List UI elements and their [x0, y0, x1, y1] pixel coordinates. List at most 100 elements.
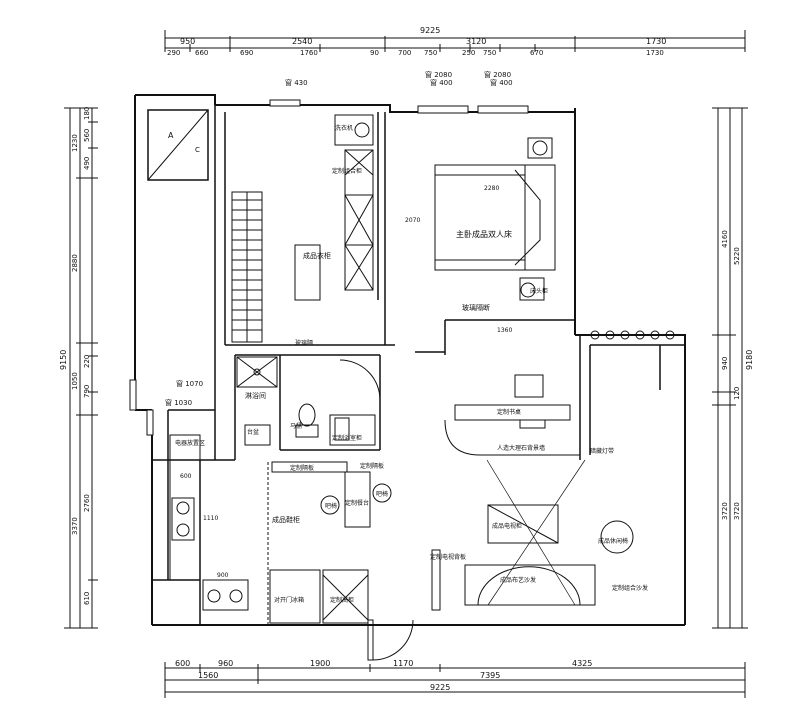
exterior-walls — [134, 94, 686, 626]
bath-door-swing — [339, 359, 381, 401]
master-bed — [434, 137, 556, 301]
view-line-2 — [486, 459, 576, 606]
top-sub-dim-2: 660 — [195, 49, 208, 57]
sink — [244, 424, 271, 446]
left-dim-3: 1050 — [71, 372, 79, 390]
left-dim-4: 3370 — [71, 517, 79, 535]
left-total-dim: 9150 — [59, 350, 68, 370]
dining-table-label: 定制餐台 — [345, 499, 369, 507]
tv-backboard — [431, 549, 441, 611]
washer — [334, 114, 374, 146]
ac-mark-c: C — [195, 146, 200, 154]
fridge-cabinet — [269, 569, 369, 624]
top-sub-dim-4: 1760 — [300, 49, 318, 57]
wardrobe — [231, 191, 263, 343]
left-sub-1: 180 — [83, 107, 91, 120]
top-dimensions — [164, 30, 746, 52]
leisure-chair — [600, 520, 634, 554]
dim-1360: 1360 — [497, 327, 512, 334]
shower-area — [236, 356, 278, 388]
nightstand-label: 床头柜 — [530, 287, 548, 295]
toilet-label: 马桶 — [290, 422, 302, 430]
window-1070-label: 窗 1070 — [176, 379, 203, 388]
top-dim-4: 1730 — [646, 37, 666, 46]
window-1030-label: 窗 1030 — [165, 398, 192, 407]
right-total-dim: 9180 — [745, 350, 754, 370]
bottom-total-dim: 9225 — [430, 683, 450, 692]
right-dim-2: 940 — [721, 357, 729, 370]
left-dim-2: 2880 — [71, 254, 79, 272]
left-dimensions — [64, 107, 98, 629]
right-sub-3: 3720 — [733, 502, 741, 520]
left-sub-4: 220 — [83, 355, 91, 368]
bottom-dim-3: 1900 — [310, 659, 330, 668]
right-dimensions — [712, 107, 748, 629]
shower-label: 淋浴间 — [245, 391, 266, 400]
tv-wall-label: 人造大理石背景墙 — [497, 444, 545, 452]
vanity-label: 定制浴室柜 — [332, 434, 362, 442]
custom-desk-label: 定制书桌 — [497, 408, 521, 416]
tv-cabinet-label: 成品电视柜 — [492, 522, 522, 530]
dim-900: 900 — [217, 572, 229, 579]
sink-label: 台盆 — [247, 428, 259, 436]
chair-1-label: 吧椅 — [325, 502, 337, 510]
strip-light-curve — [444, 419, 580, 456]
finished-wardrobe — [294, 244, 321, 301]
vanity — [329, 414, 376, 446]
dim-1110: 1110 — [203, 515, 218, 522]
top-sub-dim-11: 1730 — [646, 49, 664, 57]
bottom-dim-1: 600 — [175, 659, 190, 668]
strip-light-label: 暗藏灯带 — [590, 447, 614, 455]
window-430-label: 窗 430 — [285, 78, 308, 87]
top-sub-dim-10: 670 — [530, 49, 543, 57]
kitchen — [169, 434, 249, 611]
combo-sofa-label: 定制组合沙发 — [612, 584, 648, 592]
top-dim-1: 950 — [180, 37, 195, 46]
tv-backboard-label: 定制电视背板 — [430, 553, 466, 561]
glass-partition-label: 玻璃隔断 — [462, 303, 490, 312]
master-bed-label: 主卧成品双人床 — [456, 229, 512, 239]
ac-mark-a: A — [168, 131, 174, 140]
right-sub-1: 5220 — [733, 247, 741, 265]
dim-2070: 2070 — [405, 217, 420, 224]
top-dim-3: 3120 — [466, 37, 486, 46]
bottom-dim-6: 1560 — [198, 671, 218, 680]
window-400-label-2: 窗 400 — [490, 78, 513, 87]
window-2080-label-2: 窗 2080 — [484, 70, 511, 79]
left-dim-1: 1230 — [71, 134, 79, 152]
right-dim-1: 4160 — [721, 230, 729, 248]
top-total-dim: 9225 — [420, 26, 440, 35]
interior-walls — [152, 105, 685, 625]
window-400-label-1: 窗 400 — [430, 78, 453, 87]
windows — [129, 99, 529, 436]
bottom-dimensions — [164, 662, 746, 698]
glass-door-label: 玻璃隔 — [295, 339, 313, 347]
study-desk — [454, 374, 571, 429]
custom-combination-cabinet — [344, 149, 374, 291]
bottom-dim-5: 4325 — [572, 659, 592, 668]
top-sub-dim-9: 750 — [483, 49, 496, 57]
entry-door — [367, 619, 414, 661]
toilet — [295, 403, 319, 438]
dining-area — [271, 461, 392, 528]
chair-2-label: 吧椅 — [376, 490, 388, 498]
left-sub-7: 610 — [83, 592, 91, 605]
custom-board-label-1: 定制隔板 — [290, 464, 314, 472]
bottom-dim-4: 1170 — [393, 659, 413, 668]
top-sub-dim-7: 750 — [424, 49, 437, 57]
bottom-dim-7: 7395 — [480, 671, 500, 680]
window-2080-label-1: 窗 2080 — [425, 70, 452, 79]
balcony-plants — [590, 330, 675, 340]
view-line-1 — [487, 459, 586, 606]
sofa — [464, 564, 596, 606]
fridge-zone-label: 电器放置区 — [175, 439, 205, 447]
top-dim-2: 2540 — [292, 37, 312, 46]
left-sub-3: 490 — [83, 157, 91, 170]
finished-wardrobe-label: 成品衣柜 — [303, 251, 331, 260]
top-sub-dim-5: 90 — [370, 49, 379, 57]
left-sub-2: 560 — [83, 129, 91, 142]
top-sub-dim-8: 250 — [462, 49, 475, 57]
bottom-dim-2: 960 — [218, 659, 233, 668]
right-dim-3: 3720 — [721, 502, 729, 520]
